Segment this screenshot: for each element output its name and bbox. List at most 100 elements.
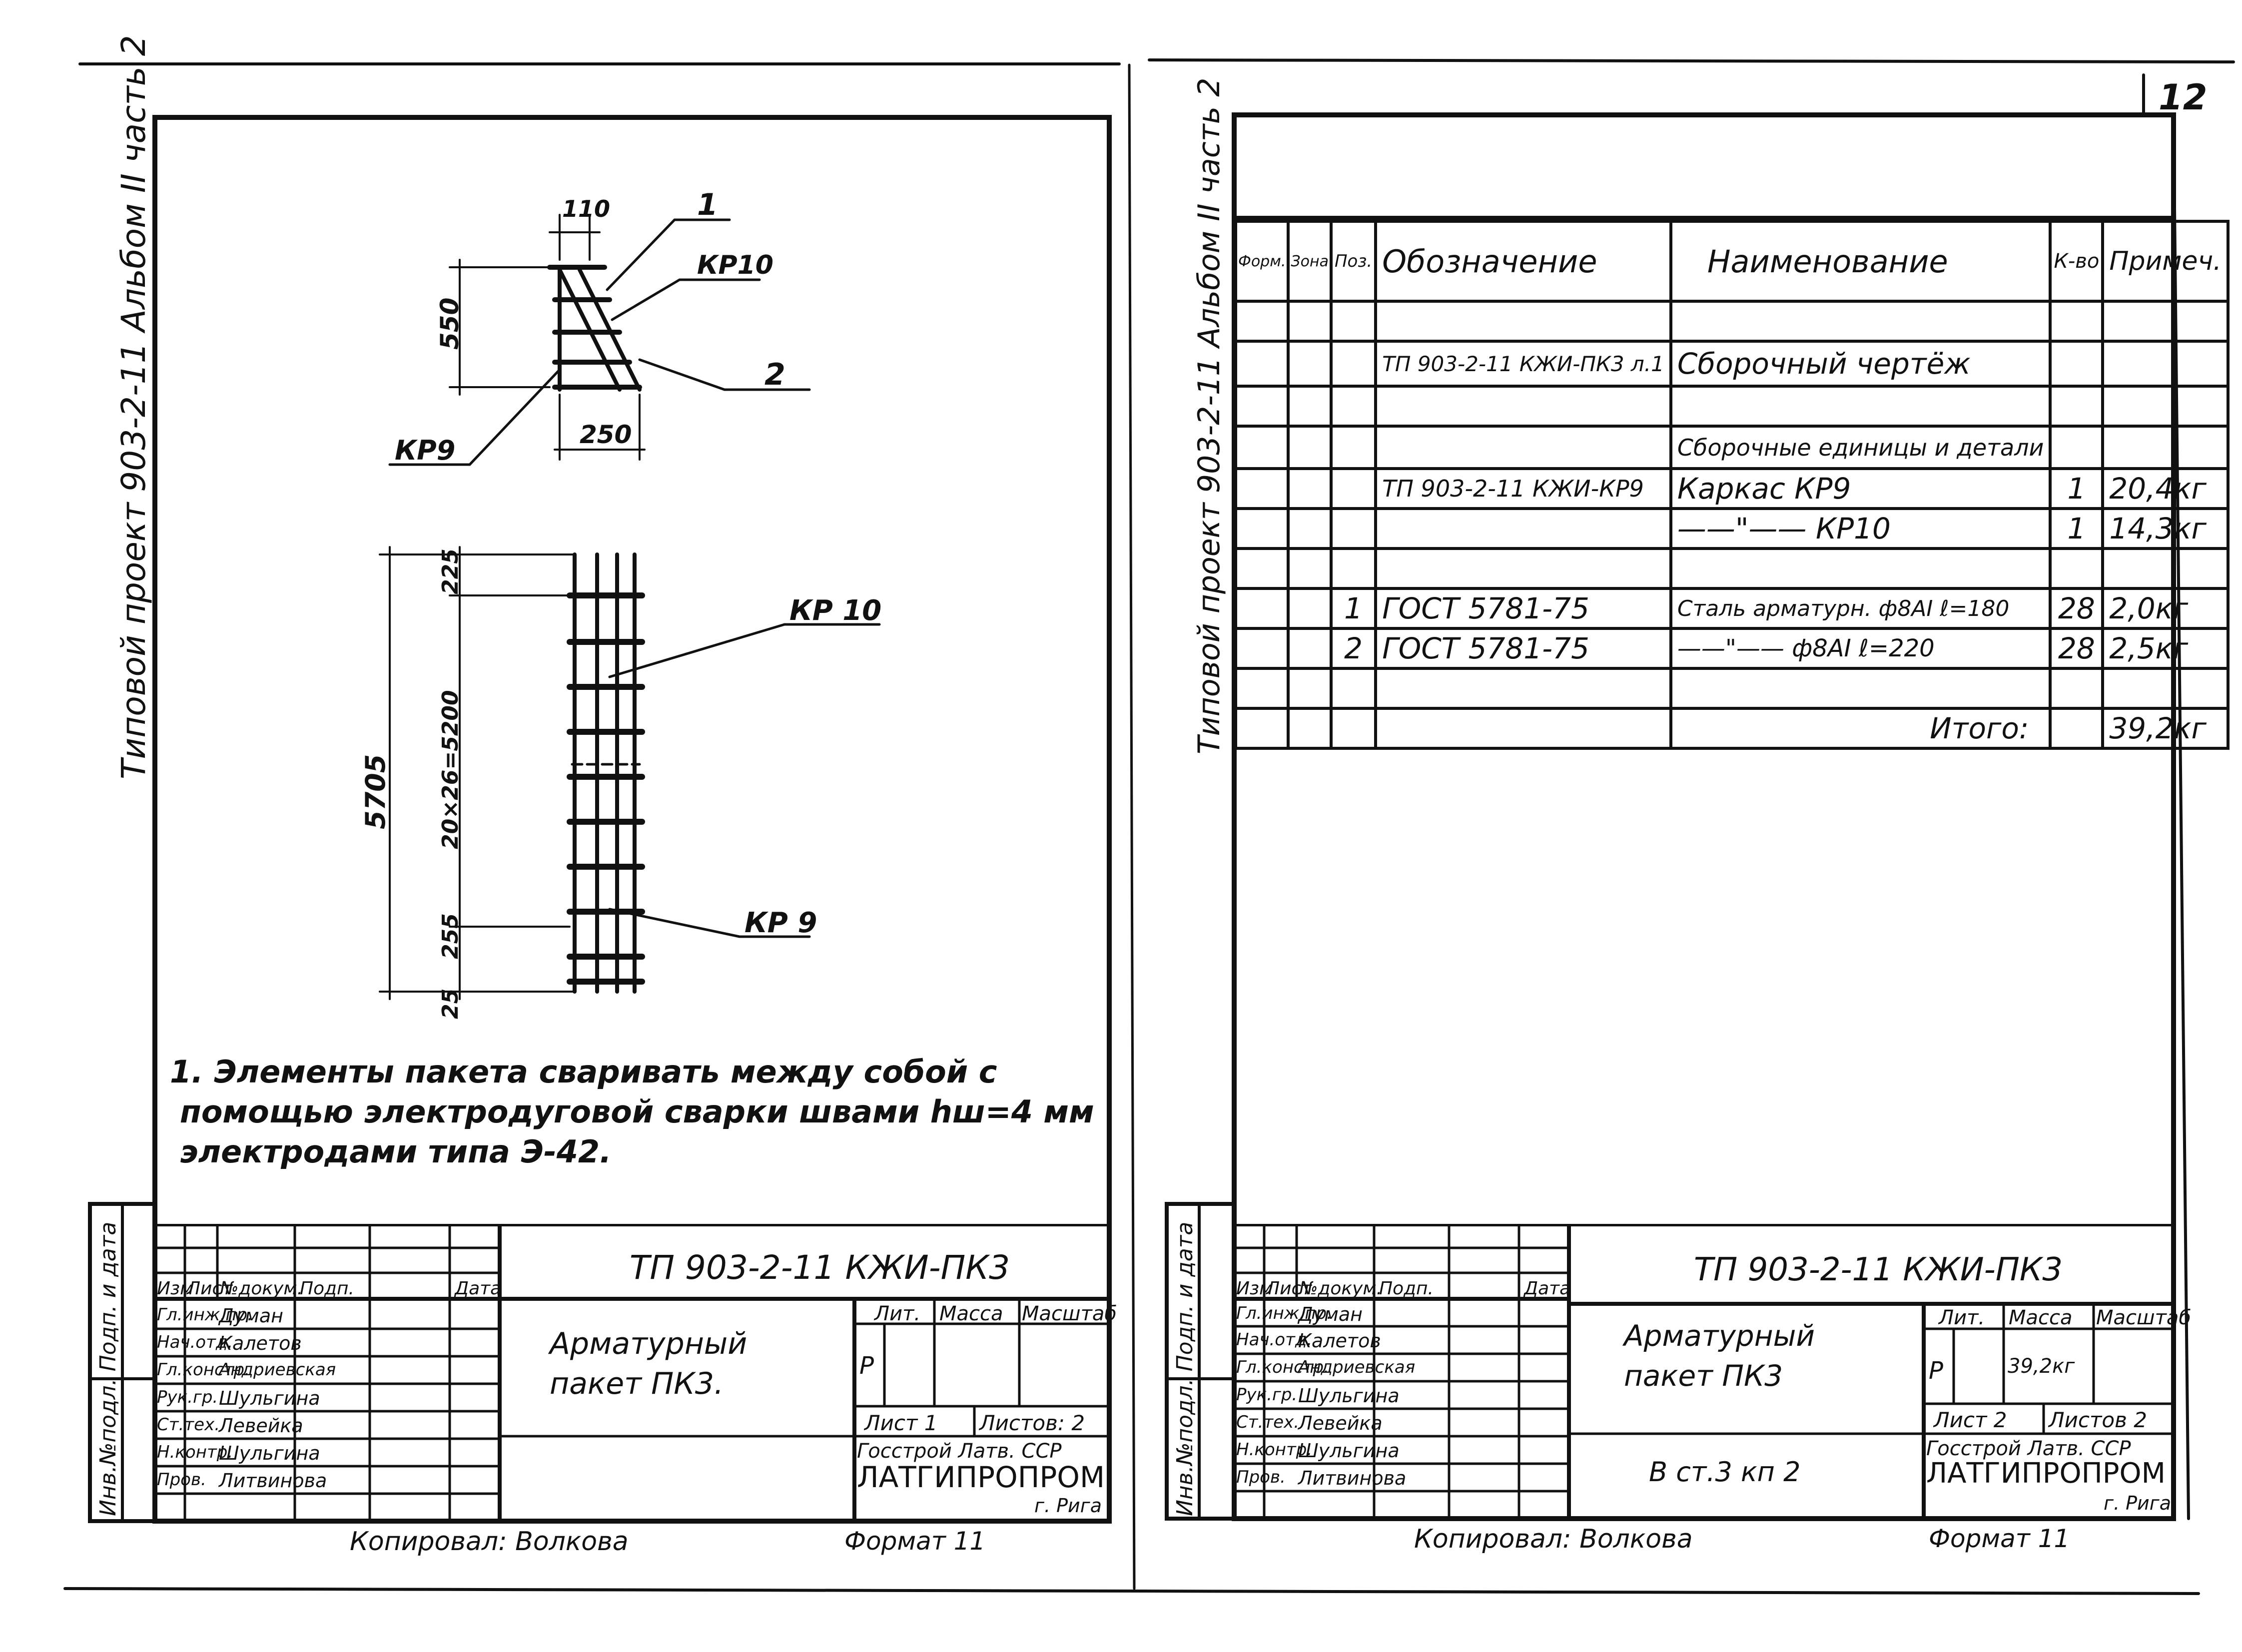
spec-cell bbox=[2049, 667, 2105, 710]
spec-cell bbox=[1234, 467, 1290, 510]
spec-cell bbox=[2101, 547, 2230, 590]
spec-cell: Каркас КР9 bbox=[1669, 467, 2052, 510]
left-tb-org-2: ЛАТГИПРОПРОМ bbox=[857, 1460, 1105, 1494]
spec-head-note: Примеч. bbox=[2101, 220, 2230, 303]
spec-cell bbox=[1234, 627, 1290, 670]
left-stamp-side: Инв.№подл. Подп. и дата bbox=[95, 1221, 121, 1516]
spec-cell bbox=[1234, 667, 1290, 710]
right-tb-person-1: Думан bbox=[1298, 1303, 1363, 1325]
left-tb-role-3: Гл.констр. bbox=[157, 1360, 250, 1380]
dim-5705: 5705 bbox=[360, 754, 391, 829]
left-tb-org-3: г. Рига bbox=[1034, 1495, 1102, 1517]
right-tb-head-izm: Изм bbox=[1236, 1278, 1273, 1299]
right-tb-org-3: г. Рига bbox=[2104, 1492, 2171, 1514]
spec-cell bbox=[2101, 425, 2230, 470]
spec-cell bbox=[1374, 507, 1672, 550]
right-copied: Копировал: Волкова bbox=[1414, 1524, 1693, 1554]
spec-cell bbox=[1234, 587, 1290, 630]
spec-cell: ——"—— КР10 bbox=[1669, 507, 2052, 550]
spec-cell: 39,2кг bbox=[2101, 707, 2230, 750]
spec-cell bbox=[1234, 425, 1290, 470]
left-tb-role-2: Нач.отд. bbox=[157, 1332, 233, 1352]
right-tb-role-3: Гл.констр. bbox=[1236, 1357, 1329, 1377]
left-side-label: Типовой проект 903-2-11 Альбом II часть … bbox=[114, 35, 153, 779]
right-tb-name-2: пакет ПК3 bbox=[1624, 1359, 1783, 1393]
right-top-strip bbox=[1234, 115, 2174, 220]
left-tb-head-sign: Подп. bbox=[300, 1278, 354, 1299]
left-tb-lit-value: Р bbox=[859, 1352, 874, 1380]
spec-head-qty: К-во bbox=[2049, 220, 2105, 303]
right-tb-org-1: Госстрой Латв. ССР bbox=[1926, 1437, 2131, 1460]
left-tb-head-doc: №докум. bbox=[220, 1278, 303, 1299]
left-tb-code: ТП 903-2-11 КЖИ-ПК3 bbox=[630, 1248, 1010, 1287]
callout-2: 2 bbox=[764, 357, 785, 392]
spec-cell: Сборочный чертёж bbox=[1669, 340, 2052, 388]
spec-cell bbox=[1234, 340, 1290, 388]
spec-cell: 20,4кг bbox=[2101, 467, 2230, 510]
spec-cell bbox=[1374, 547, 1672, 590]
left-tb-person-4: Шульгина bbox=[219, 1387, 320, 1409]
spec-cell: 14,3кг bbox=[2101, 507, 2230, 550]
spec-cell bbox=[1234, 547, 1290, 590]
spec-head-designation: Обозначение bbox=[1374, 220, 1672, 303]
right-tb-mass: Масса bbox=[2009, 1306, 2073, 1329]
spec-cell: 2,5кг bbox=[2101, 627, 2230, 670]
spec-cell bbox=[1234, 707, 1290, 750]
left-tb-person-5: Левейка bbox=[219, 1415, 303, 1437]
spec-cell bbox=[2049, 340, 2105, 388]
spec-table: Форм. Зона Поз. Обозначение Наименование… bbox=[1234, 220, 2230, 750]
right-tb-lit: Лит. bbox=[1939, 1306, 1985, 1329]
dim-110: 110 bbox=[562, 195, 611, 222]
right-title-block: ТП 903-2-11 КЖИ-ПК3 Изм Лист №докум. Под… bbox=[1234, 1224, 2191, 1519]
right-tb-name-1: Арматурный bbox=[1624, 1319, 1815, 1353]
spec-cell bbox=[1374, 667, 1672, 710]
spec-head-zone: Зона bbox=[1287, 220, 1333, 303]
spec-cell bbox=[1374, 385, 1672, 428]
dim-25: 25 bbox=[438, 988, 463, 1019]
left-tb-org-1: Госстрой Латв. ССР bbox=[857, 1440, 1062, 1463]
spec-cell bbox=[1287, 707, 1333, 750]
spec-cell bbox=[1669, 385, 2052, 428]
right-tb-person-3: Андриевская bbox=[1298, 1357, 1416, 1377]
spec-cell bbox=[2049, 425, 2105, 470]
spec-cell bbox=[1329, 300, 1378, 343]
right-tb-ref: В ст.3 кп 2 bbox=[1649, 1456, 1801, 1488]
spec-cell: 2,0кг bbox=[2101, 587, 2230, 630]
note-line-2: помощью электродуговой сварки швами hш=4… bbox=[180, 1094, 1094, 1130]
spec-cell bbox=[2101, 300, 2230, 343]
right-tb-person-4: Шульгина bbox=[1298, 1385, 1400, 1407]
left-copied: Копировал: Волкова bbox=[350, 1527, 629, 1557]
callout-kp10-top: КР10 bbox=[697, 250, 773, 280]
spec-row bbox=[1234, 385, 2230, 428]
spec-row: Итого:39,2кг bbox=[1234, 707, 2230, 750]
right-tb-scale: Масштаб bbox=[2096, 1306, 2192, 1329]
spec-cell bbox=[1287, 507, 1333, 550]
left-tb-role-6: Н.контр. bbox=[157, 1442, 233, 1462]
left-tb-person-7: Литвинова bbox=[219, 1470, 327, 1492]
right-tb-role-2: Нач.отд. bbox=[1236, 1330, 1313, 1350]
spec-cell bbox=[1329, 507, 1378, 550]
left-tb-head-izm: Изм bbox=[157, 1278, 194, 1299]
left-tb-sheets: Листов: 2 bbox=[979, 1411, 1085, 1435]
spec-cell: 1 bbox=[2049, 507, 2105, 550]
spec-cell bbox=[2101, 340, 2230, 388]
spec-cell bbox=[1669, 547, 2052, 590]
spec-cell: Сталь арматурн. ф8АI ℓ=180 bbox=[1669, 587, 2052, 630]
spec-cell bbox=[1329, 385, 1378, 428]
dim-225: 225 bbox=[438, 549, 463, 594]
spec-cell bbox=[1374, 425, 1672, 470]
spec-cell bbox=[1287, 300, 1333, 343]
right-format: Формат 11 bbox=[1929, 1524, 2070, 1553]
spec-cell bbox=[2049, 300, 2105, 343]
spec-row bbox=[1234, 667, 2230, 710]
spec-cell: 1 bbox=[1329, 587, 1378, 630]
spec-cell bbox=[1287, 425, 1333, 470]
spec-row: Сборочные единицы и детали bbox=[1234, 425, 2230, 470]
right-title-block-grid bbox=[1234, 1224, 2174, 1519]
right-tb-role-6: Н.контр. bbox=[1236, 1440, 1313, 1460]
spec-cell bbox=[2101, 385, 2230, 428]
spec-cell bbox=[1287, 467, 1333, 510]
